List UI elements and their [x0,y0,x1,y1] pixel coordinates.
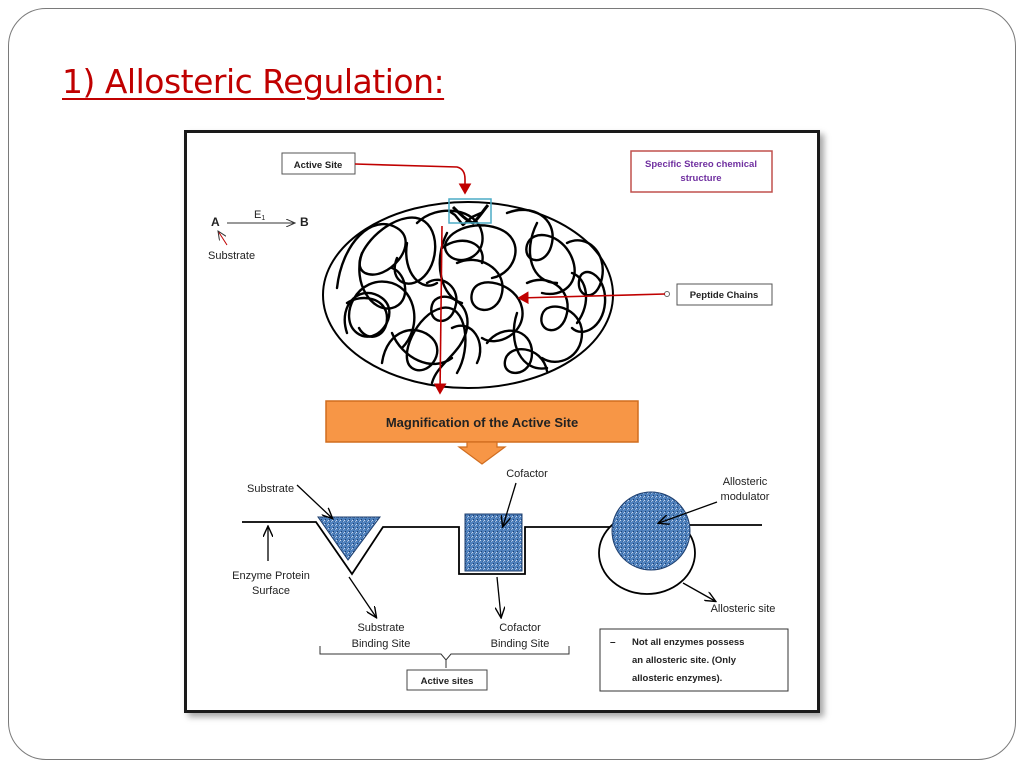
peptide-connector [664,291,670,297]
note-line-1: Not all enzymes possess [632,637,744,648]
cofactor-binding-label-2: Binding Site [491,638,550,650]
reactant-a: A [211,215,220,229]
substrate-shape [317,516,381,561]
cofactor-shape [464,513,523,572]
cofactor-label: Cofactor [506,468,548,480]
enzyme-molecule [322,198,614,389]
enzyme-surface-label-2: Surface [252,585,290,597]
active-sites-label: Active sites [421,676,474,687]
stereo-label-line-1: Specific Stereo chemical [645,159,757,170]
substrate-binding-label-1: Substrate [357,622,404,634]
substrate-binding-label-2: Binding Site [352,638,411,650]
modulator-arrow [659,501,718,523]
magnification-arrow [433,225,447,395]
diagram-canvas: A E1 B Substrate Active Site Specific St… [208,150,789,692]
enzyme-label: E1 [254,209,265,222]
active-site-highlight [448,198,492,224]
substrate-pointer [218,231,228,246]
active-site-label-box [281,152,356,175]
stereo-label-line-2: structure [680,173,721,184]
allosteric-site-arrow [682,582,715,601]
active-site-label: Active Site [294,160,343,171]
peptide-label: Peptide Chains [690,290,759,301]
note-line-2: an allosteric site. (Only [632,655,737,666]
note-line-3: allosteric enzymes). [632,673,722,684]
magnification-box [325,400,639,443]
peptide-chain-tangle [335,208,607,385]
allosteric-modulator-shape [611,491,691,571]
allosteric-modulator-label-2: modulator [721,491,770,503]
cofactor-binding-label-1: Cofactor [499,622,541,634]
enzyme-surface-line [242,521,611,576]
magnification-down-arrow [457,441,507,465]
note-box [599,628,789,692]
slide-title: 1) Allosteric Regulation: [62,62,445,101]
allosteric-modulator-label-1: Allosteric [723,476,768,488]
reaction: A E1 B Substrate [208,209,309,262]
active-sites-label-box [406,669,488,691]
substrate-binding-arrow [348,576,376,617]
substrate-arrow [296,484,332,518]
magnification-callout: Magnification of the Active Site [325,400,639,465]
active-site-arrow [354,163,472,195]
allosteric-site-label: Allosteric site [711,603,776,615]
note-bullet: – [610,637,616,648]
cofactor-binding-arrow [497,576,501,617]
diagram-figure: A E1 B Substrate Active Site Specific St… [184,130,820,713]
stereo-label-box [630,150,773,193]
product-b: B [300,215,309,229]
peptide-label-box [676,283,773,306]
substrate-label: Substrate [247,483,294,495]
cofactor-arrow [503,482,517,526]
peptide-arrow [517,291,666,305]
magnification-label: Magnification of the Active Site [386,415,578,430]
enzyme-surface-label-1: Enzyme Protein [232,570,310,582]
reaction-substrate-label: Substrate [208,250,255,262]
